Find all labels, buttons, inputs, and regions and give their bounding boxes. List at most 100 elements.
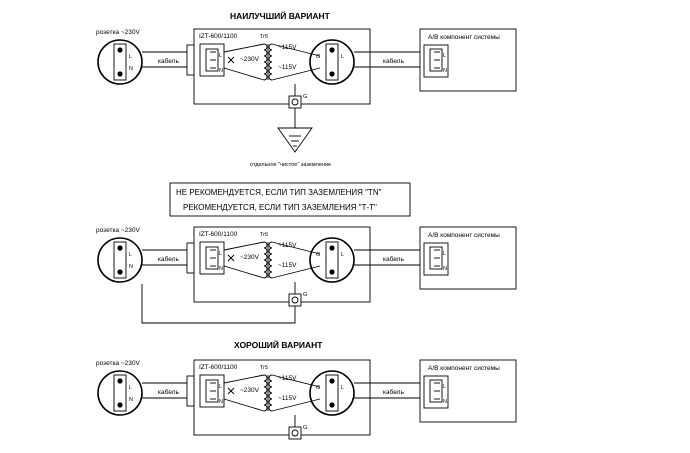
heading-good-variant: ХОРОШИЙ ВАРИАНТ xyxy=(234,339,323,350)
primary-wire xyxy=(223,374,265,384)
transformer-label: Tr5 xyxy=(260,232,268,238)
av-component-label: A/B компонент системы xyxy=(428,365,500,372)
av-iec-inlet xyxy=(423,44,449,78)
av-component-label: A/B компонент системы xyxy=(428,34,500,41)
socket-pin-l xyxy=(117,47,123,53)
output-socket xyxy=(309,39,355,85)
output-pin-letter: L xyxy=(341,252,344,258)
av-inlet-pin-letter: L xyxy=(443,384,446,390)
primary-voltage-label: ~230V xyxy=(240,56,260,63)
ground-terminal xyxy=(288,293,302,307)
av-inlet-pin-letter: L xyxy=(443,53,446,59)
fuse-mark xyxy=(227,56,235,64)
output-socket-contacts xyxy=(325,241,339,279)
transformer-primary-coil xyxy=(263,73,268,81)
device-model-label: IZT-600/1100 xyxy=(199,364,238,371)
primary-voltage-label: ~230V xyxy=(240,387,260,394)
input-cable-label: кабель xyxy=(158,57,179,65)
output-pin-n xyxy=(329,402,335,408)
transformer-primary-coil xyxy=(263,271,268,279)
socket-label: розетка ~230V xyxy=(96,360,140,367)
output-pin-letter: G xyxy=(316,385,320,391)
inlet-pin-letter: N xyxy=(219,266,223,272)
input-cable-label: кабель xyxy=(158,255,179,263)
output-pin-letter: L xyxy=(341,54,344,60)
socket-pin-n xyxy=(117,71,123,77)
secondary-voltage-label: ~115V xyxy=(278,262,297,269)
fuse-mark xyxy=(227,254,235,262)
socket-pin-n xyxy=(117,269,123,275)
iec-inlet-core xyxy=(205,48,219,72)
device-model-label: IZT-600/1100 xyxy=(199,33,238,40)
output-socket xyxy=(309,370,355,416)
output-cable-label: кабель xyxy=(383,255,404,263)
av-iec-inlet-core xyxy=(429,379,443,403)
av-inlet-pin-letter: L xyxy=(443,251,446,257)
output-pin-l xyxy=(329,378,335,384)
input-cable-label: кабель xyxy=(158,388,179,396)
wall-socket xyxy=(97,39,143,85)
socket-pin-l xyxy=(117,245,123,251)
primary-wire xyxy=(223,67,265,81)
primary-wire xyxy=(223,265,265,279)
inlet-plug-stub xyxy=(186,242,195,274)
inlet-pin-letter: N xyxy=(219,399,223,405)
output-cable-label: кабель xyxy=(383,57,404,65)
socket-label: розетка ~230V xyxy=(96,227,140,234)
ground-terminal xyxy=(288,95,302,109)
output-pin-letter: G xyxy=(316,252,320,258)
note-box xyxy=(169,182,411,217)
socket-pin-letter: L xyxy=(129,54,132,60)
socket-contacts xyxy=(113,43,127,81)
av-iec-inlet-core xyxy=(429,246,443,270)
output-pin-n xyxy=(329,71,335,77)
ground-screw xyxy=(291,429,299,437)
socket-contacts xyxy=(113,374,127,412)
inlet-pin-letter: N xyxy=(219,68,223,74)
iec-inlet-core xyxy=(205,379,219,403)
inlet-pin-letter: L xyxy=(219,53,222,59)
output-socket-contacts xyxy=(325,43,339,81)
socket-contacts xyxy=(113,241,127,279)
inlet-pin-letter: L xyxy=(219,384,222,390)
secondary-voltage-label: ~115V xyxy=(278,64,297,71)
note-line-2: РЕКОМЕНДУЕТСЯ, ЕСЛИ ТИП ЗАЗЕМЛЕНИЯ "Т-Т" xyxy=(183,203,377,212)
output-pin-letter: G xyxy=(316,54,320,60)
socket-pin-letter: N xyxy=(129,397,133,403)
av-iec-inlet-core xyxy=(429,48,443,72)
ground-screw xyxy=(291,98,299,106)
wall-socket xyxy=(97,237,143,283)
av-inlet-pin-letter: N xyxy=(443,399,447,405)
transformer-secondary-coil xyxy=(268,271,273,279)
inlet-plug-stub xyxy=(186,375,195,407)
secondary-voltage-label: ~115V xyxy=(278,395,297,402)
output-cable-label: кабель xyxy=(383,388,404,396)
ground-screw xyxy=(291,296,299,304)
socket-ground-link-wire xyxy=(141,284,296,324)
clean-ground-symbol xyxy=(277,127,313,153)
transformer-secondary-coil xyxy=(268,404,273,412)
socket-pin-l xyxy=(117,378,123,384)
output-pin-letter: L xyxy=(341,385,344,391)
av-iec-inlet xyxy=(423,242,449,276)
transformer-label: Tr5 xyxy=(260,365,268,371)
clean-ground-assembly: отдельное "чистое" заземление xyxy=(250,108,331,168)
output-pin-l xyxy=(329,245,335,251)
av-iec-inlet xyxy=(423,375,449,409)
note-line-1: НЕ РЕКОМЕНДУЕТСЯ, ЕСЛИ ТИП ЗАЗЕМЛЕНИЯ "T… xyxy=(176,188,382,197)
iec-inlet-core xyxy=(205,246,219,270)
primary-voltage-label: ~230V xyxy=(240,254,260,261)
socket-pin-n xyxy=(117,402,123,408)
inlet-plug-stub xyxy=(186,44,195,76)
wall-socket xyxy=(97,370,143,416)
primary-wire xyxy=(223,398,265,412)
heading-best-variant: НАИЛУЧШИЙ ВАРИАНТ xyxy=(230,10,331,21)
output-pin-l xyxy=(329,47,335,53)
ground-terminal xyxy=(288,426,302,440)
ground-terminal-letter: G xyxy=(303,94,307,100)
socket-pin-letter: N xyxy=(129,66,133,72)
